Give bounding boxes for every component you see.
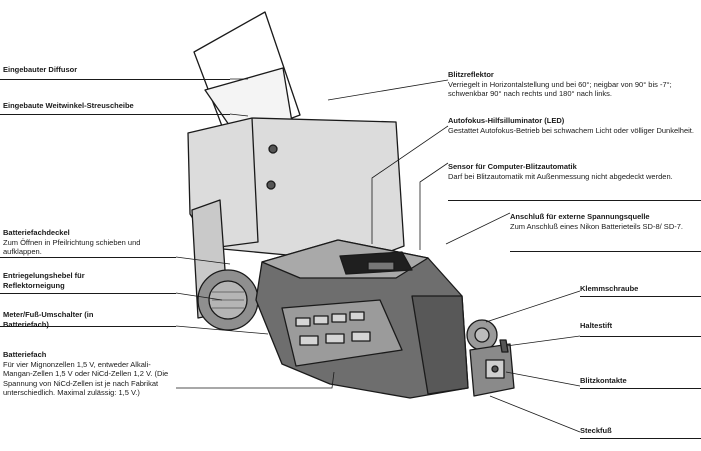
rule-steckfuss: [580, 438, 701, 439]
label-batteriefachdeckel: Batteriefachdeckel Zum Öffnen in Pfeilri…: [3, 228, 155, 257]
label-haltestift: Haltestift: [580, 321, 690, 331]
control-panel: [281, 299, 403, 367]
rule-sensor: [448, 200, 701, 201]
label-meterfuss: Meter/Fuß-Umschalter (in Batteriefach): [3, 310, 107, 329]
rule-meterfuss: [0, 326, 176, 327]
rule-weitwinkel: [0, 114, 230, 115]
label-klemmschraube-title: Klemmschraube: [580, 284, 639, 293]
label-autofokus: Autofokus-Hilfsilluminator (LED) Gestatt…: [448, 116, 698, 135]
label-entriegelung: Entriegelungshebel für Reflektorneigung: [3, 271, 115, 290]
label-batteriefach-title: Batteriefach: [3, 350, 47, 359]
label-weitwinkel: Eingebaute Weitwinkel-Streuscheibe: [3, 101, 223, 111]
label-batteriefachdeckel-title: Batteriefachdeckel: [3, 228, 70, 237]
label-batteriefachdeckel-desc: Zum Öffnen in Pfeilrichtung schieben und…: [3, 237, 141, 257]
rule-entriegelung: [0, 293, 176, 294]
label-sensor-title: Sensor für Computer-Blitzautomatik: [448, 162, 577, 171]
label-meterfuss-title: Meter/Fuß-Umschalter (in Batteriefach): [3, 310, 94, 329]
locking-pin: [499, 339, 509, 353]
sensor-window: [367, 261, 395, 271]
rule-klemmschraube: [580, 296, 701, 297]
label-batteriefach: Batteriefach Für vier Mignonzellen 1,5 V…: [3, 350, 173, 398]
label-diffusor-title: Eingebauter Diffusor: [3, 65, 78, 74]
label-blitzkontakte-title: Blitzkontakte: [580, 376, 627, 385]
rule-anschluss: [510, 251, 701, 252]
label-blitzreflektor: Blitzreflektor Verriegelt in Horizontals…: [448, 70, 698, 99]
label-autofokus-desc: Gestattet Autofokus-Betrieb bei schwache…: [448, 125, 694, 135]
label-steckfuss-title: Steckfuß: [580, 426, 612, 435]
label-batteriefach-desc: Für vier Mignonzellen 1,5 V, entweder Al…: [3, 359, 169, 398]
label-steckfuss: Steckfuß: [580, 426, 690, 436]
label-blitzkontakte: Blitzkontakte: [580, 376, 690, 386]
label-klemmschraube: Klemmschraube: [580, 284, 690, 294]
rule-diffusor: [0, 79, 230, 80]
label-autofokus-title: Autofokus-Hilfsilluminator (LED): [448, 116, 565, 125]
label-haltestift-title: Haltestift: [580, 321, 613, 330]
label-anschluss-title: Anschluß für externe Spannungsquelle: [510, 212, 650, 221]
label-entriegelung-title: Entriegelungshebel für Reflektorneigung: [3, 271, 85, 290]
label-blitzreflektor-title: Blitzreflektor: [448, 70, 494, 79]
rule-batteriefachdeckel: [0, 257, 176, 258]
label-anschluss: Anschluß für externe Spannungsquelle Zum…: [510, 212, 698, 231]
label-weitwinkel-title: Eingebaute Weitwinkel-Streuscheibe: [3, 101, 134, 110]
rule-blitzkontakte: [580, 388, 701, 389]
label-anschluss-desc: Zum Anschluß eines Nikon Batterieteils S…: [510, 221, 683, 231]
label-sensor-desc: Darf bei Blitzautomatik mit Außenmessung…: [448, 171, 673, 181]
label-blitzreflektor-desc: Verriegelt in Horizontalstellung und bei…: [448, 79, 672, 99]
rule-haltestift: [580, 336, 701, 337]
label-diffusor: Eingebauter Diffusor: [3, 65, 171, 75]
label-sensor: Sensor für Computer-Blitzautomatik Darf …: [448, 162, 678, 181]
